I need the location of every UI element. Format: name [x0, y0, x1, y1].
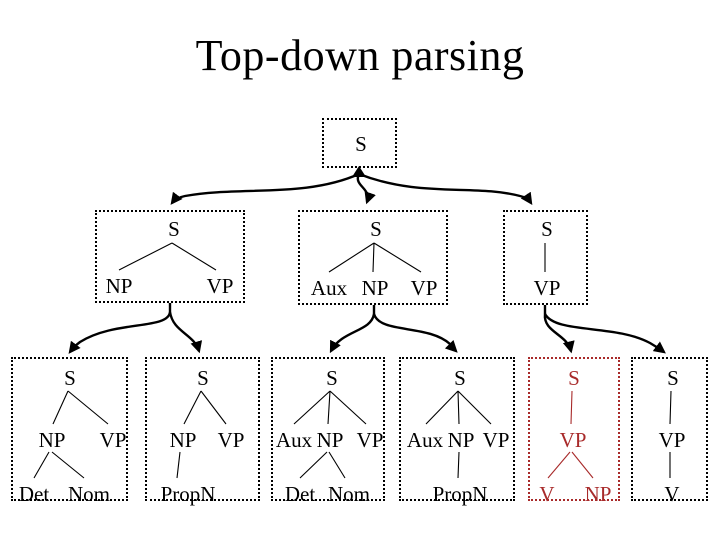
node-label-np: NP	[361, 276, 389, 300]
parse-box-mid2: S Aux NP VP	[298, 210, 448, 305]
tree-edge-b4	[425, 390, 492, 479]
parse-box-mid1: S NP VP	[95, 210, 245, 303]
node-label-s: S	[541, 217, 553, 241]
parse-box-b1: S NP VP Det Nom	[11, 357, 128, 506]
arrow-mid1-to-b2	[168, 311, 203, 354]
arrow-mid2-to-b4	[372, 313, 458, 353]
node-label-s: S	[667, 366, 679, 390]
node-label-s: S	[355, 132, 367, 156]
node-label-v: V	[664, 482, 680, 506]
node-label-v: V	[539, 482, 555, 506]
tree-edge-b3	[293, 390, 367, 479]
tree-edge-b5	[547, 390, 594, 479]
node-label-vp: VP	[99, 428, 127, 452]
arrow-mid1-to-b1	[68, 311, 172, 354]
parse-box-mid3: S VP	[503, 210, 588, 305]
node-label-det: Det	[284, 482, 316, 506]
arrow-mid3-to-b5	[543, 313, 575, 354]
node-label-s: S	[197, 366, 209, 390]
arrow-mid3-to-b6	[543, 313, 666, 354]
node-label-s: S	[454, 366, 466, 390]
parse-box-b5-highlighted: S VP V NP	[528, 357, 620, 506]
node-label-s: S	[568, 366, 580, 390]
tree-edge-mid1	[118, 242, 217, 271]
node-label-propn: PropN	[432, 482, 488, 506]
arrow-root-to-mid1	[170, 172, 360, 205]
node-label-nom: Nom	[328, 482, 370, 506]
node-label-vp: VP	[410, 276, 438, 300]
node-label-aux: Aux	[310, 276, 348, 300]
parse-box-b3: S Aux NP VP Det Nom	[271, 357, 385, 506]
node-label-s: S	[370, 217, 382, 241]
node-label-s: S	[326, 366, 338, 390]
node-label-vp: VP	[533, 276, 561, 300]
node-label-s: S	[64, 366, 76, 390]
arrow-root-to-mid3	[358, 172, 533, 205]
arrow-root-to-mid2	[356, 173, 376, 205]
node-label-s: S	[168, 217, 180, 241]
tree-edge-mid2	[328, 242, 422, 273]
tree-edge-b1	[33, 390, 109, 479]
parse-box-b2: S NP VP PropN	[145, 357, 260, 506]
node-label-vp: VP	[658, 428, 686, 452]
node-label-nom: Nom	[68, 482, 110, 506]
parse-box-b6: S VP V	[631, 357, 708, 506]
node-label-vp: VP	[217, 428, 245, 452]
node-label-det: Det	[18, 482, 50, 506]
node-label-np: NP	[316, 428, 344, 452]
parse-box-b4: S Aux NP VP PropN	[399, 357, 515, 506]
node-label-vp: VP	[482, 428, 510, 452]
node-label-aux: Aux	[406, 428, 444, 452]
page-title: Top-down parsing	[195, 31, 525, 80]
node-label-np: NP	[169, 428, 197, 452]
node-label-np: NP	[38, 428, 66, 452]
node-label-aux: Aux	[275, 428, 313, 452]
node-label-np: NP	[447, 428, 475, 452]
tree-edge-b6	[669, 390, 672, 478]
node-label-np: NP	[584, 482, 612, 506]
node-label-propn: PropN	[160, 482, 216, 506]
tree-edge-b2	[176, 390, 227, 479]
node-label-vp: VP	[206, 274, 234, 298]
node-label-np: NP	[105, 274, 133, 298]
parse-box-root: S	[322, 118, 397, 168]
node-label-vp: VP	[356, 428, 384, 452]
node-label-vp: VP	[559, 428, 587, 452]
arrow-mid2-to-b3	[329, 313, 376, 354]
